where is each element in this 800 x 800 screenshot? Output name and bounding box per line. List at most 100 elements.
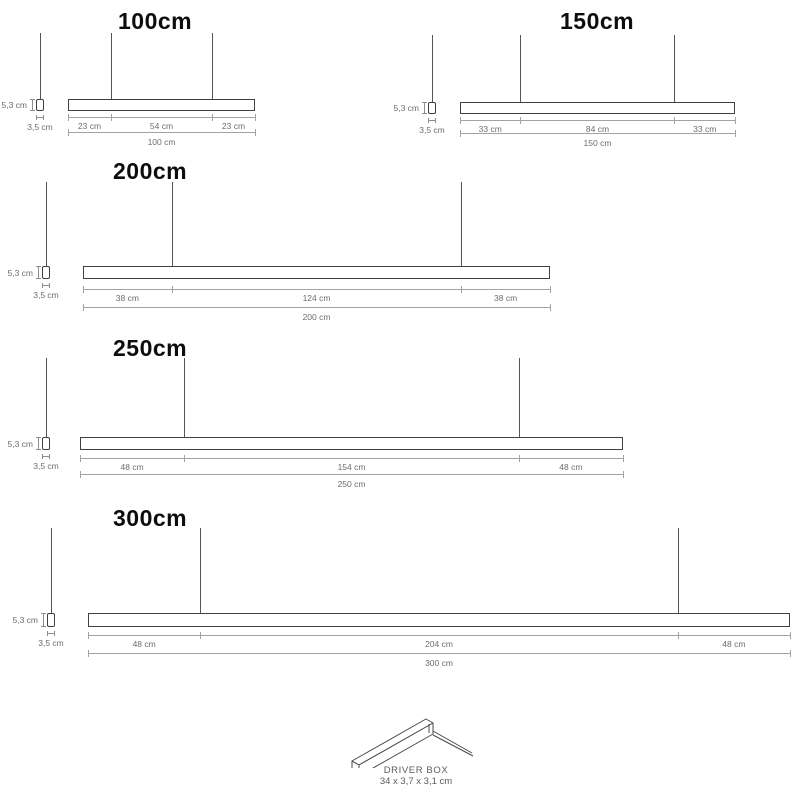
light-bar: [68, 99, 255, 111]
total-length-label: 100 cm: [147, 137, 176, 147]
profile-height-label: 5,3 cm: [1, 100, 27, 110]
size-title: 200cm: [113, 158, 188, 184]
suspension-wire-right: [211, 33, 213, 99]
dimension-tick: [518, 455, 520, 462]
segment-dimension-line: [460, 120, 735, 121]
segment-dimension-line: [83, 289, 550, 290]
segment-label-left: 48 cm: [120, 462, 144, 472]
profile-suspension-wire: [46, 182, 47, 266]
dimension-tick: [677, 632, 679, 639]
total-dimension-line: [68, 132, 255, 133]
segment-label-center: 54 cm: [149, 121, 174, 131]
suspension-wire-right: [461, 182, 463, 266]
suspension-wire-right: [518, 358, 520, 437]
driver-box-end-cap: [351, 760, 360, 768]
height-dimension-bracket: [41, 613, 46, 627]
profile-end-view: [47, 613, 55, 627]
suspension-wire-left: [200, 528, 202, 613]
segment-label-center: 124 cm: [302, 293, 331, 303]
profile-suspension-wire: [40, 33, 41, 99]
profile-end-view: [428, 102, 436, 114]
dimension-tick: [520, 117, 522, 124]
total-dimension-line: [88, 653, 790, 654]
total-length-label: 300 cm: [425, 658, 453, 668]
light-bar: [83, 266, 550, 279]
dimension-tick: [200, 632, 202, 639]
profile-suspension-wire: [51, 528, 52, 613]
light-bar: [80, 437, 623, 450]
driver-box-front-face: [358, 722, 434, 768]
dimension-tick: [88, 632, 89, 639]
driver-cable: [432, 730, 473, 754]
dimension-tick: [88, 650, 89, 657]
segment-label-right: 38 cm: [494, 293, 518, 303]
dimension-tick: [734, 130, 736, 137]
width-dimension-bracket: [428, 118, 436, 123]
total-dimension-line: [83, 307, 550, 308]
total-length-label: 250 cm: [337, 479, 366, 489]
profile-suspension-wire: [432, 35, 433, 102]
driver-cable: [432, 734, 474, 757]
profile-height-label: 5,3 cm: [7, 438, 33, 449]
profile-width-label: 3,5 cm: [33, 290, 59, 300]
driver-box-drawing: [351, 718, 474, 768]
driver-box-top-face: [351, 718, 434, 766]
segment-label-right: 48 cm: [722, 639, 746, 649]
profile-end-view: [36, 99, 44, 111]
segment-label-left: 38 cm: [115, 293, 139, 303]
profile-height-label: 5,3 cm: [12, 615, 38, 625]
size-title: 100cm: [118, 8, 193, 34]
driver-box-label: DRIVER BOX: [383, 765, 449, 776]
segment-dimension-line: [80, 458, 623, 459]
profile-height-label: 5,3 cm: [7, 267, 33, 278]
dimension-tick: [461, 286, 463, 293]
dimension-tick: [68, 114, 69, 121]
profile-suspension-wire: [46, 358, 47, 437]
suspension-wire-left: [184, 358, 186, 437]
dimension-tick: [674, 117, 676, 124]
suspension-wire-right: [677, 528, 679, 613]
dimension-tick: [623, 455, 624, 462]
dimension-tick: [184, 455, 186, 462]
dimension-tick: [623, 471, 624, 478]
dimension-tick: [80, 455, 81, 462]
height-dimension-bracket: [30, 99, 35, 111]
height-dimension-bracket: [422, 102, 427, 114]
width-dimension-bracket: [47, 631, 55, 636]
suspension-wire-left: [111, 33, 112, 99]
light-bar: [88, 613, 790, 627]
profile-width-label: 3,5 cm: [33, 461, 59, 471]
height-dimension-bracket: [36, 266, 41, 279]
dimension-tick: [83, 286, 84, 293]
light-bar: [460, 102, 735, 114]
profile-width-label: 3,5 cm: [38, 638, 64, 648]
total-dimension-line: [460, 133, 735, 134]
segment-label-center: 154 cm: [337, 462, 366, 472]
segment-label-center: 204 cm: [425, 639, 453, 649]
dimension-tick: [550, 286, 551, 293]
segment-label-left: 23 cm: [77, 121, 102, 131]
dimension-tick: [83, 304, 84, 311]
height-dimension-bracket: [36, 437, 41, 450]
segment-label-left: 33 cm: [478, 124, 502, 134]
profile-end-view: [42, 437, 50, 450]
dimension-tick: [68, 129, 69, 136]
dimension-tick: [171, 286, 173, 293]
dimension-tick: [790, 650, 791, 657]
total-dimension-line: [80, 474, 623, 475]
dimension-tick: [734, 117, 736, 124]
profile-height-label: 5,3 cm: [393, 103, 419, 113]
segment-label-right: 23 cm: [221, 121, 246, 131]
suspension-wire-left: [171, 182, 173, 266]
suspension-wire-left: [520, 35, 522, 102]
dimension-tick: [460, 130, 461, 137]
dimension-tick: [111, 114, 112, 121]
suspension-wire-right: [674, 35, 676, 102]
driver-box-dimensions: 34 x 3,7 x 3,1 cm: [379, 776, 453, 787]
dimension-tick: [211, 114, 213, 121]
segment-dimension-line: [68, 117, 255, 118]
profile-width-label: 3,5 cm: [419, 125, 445, 135]
segment-label-center: 84 cm: [585, 124, 610, 134]
size-title: 300cm: [113, 505, 188, 531]
